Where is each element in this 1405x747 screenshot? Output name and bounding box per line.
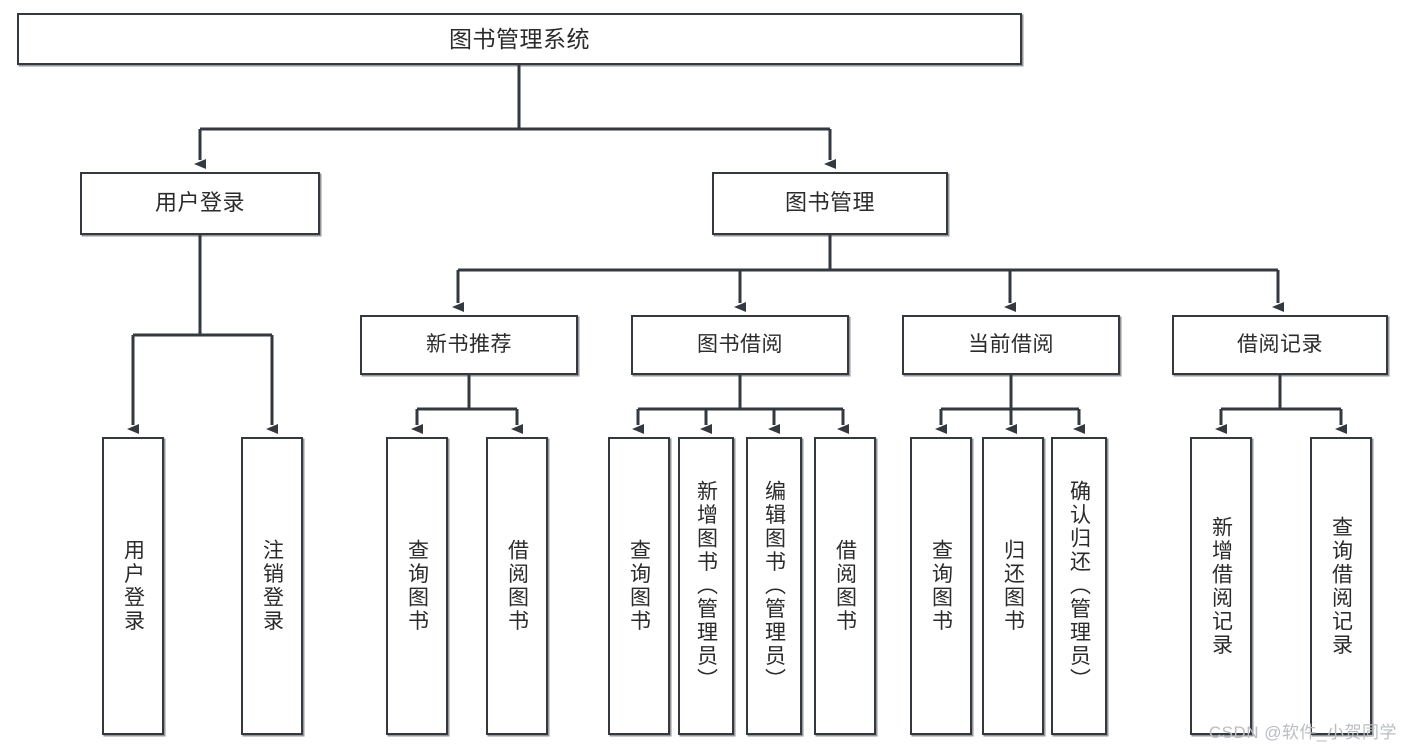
node-leaf-query-book-borrow[interactable]: 查询图书: [608, 437, 670, 735]
watermark-text: CSDN @软件_小贺同学: [1208, 723, 1397, 742]
node-book-borrow[interactable]: 图书借阅: [631, 315, 849, 375]
node-label: 新增图书（管理员）: [694, 480, 718, 692]
node-label: 图书管理系统: [449, 25, 590, 52]
node-label: 借阅图书: [505, 539, 529, 633]
node-leaf-return-book[interactable]: 归还图书: [982, 437, 1044, 735]
node-label: 借阅图书: [833, 539, 857, 633]
node-leaf-user-login[interactable]: 用户登录: [102, 437, 164, 735]
node-leaf-borrow-book-new[interactable]: 借阅图书: [486, 437, 548, 735]
node-label: 新增借阅记录: [1209, 515, 1233, 657]
node-borrow-record[interactable]: 借阅记录: [1172, 315, 1388, 375]
node-leaf-confirm-return[interactable]: 确认归还（管理员）: [1051, 437, 1107, 735]
node-label: 查询图书: [929, 539, 953, 633]
node-label: 查询借阅记录: [1329, 515, 1353, 657]
node-label: 查询图书: [405, 539, 429, 633]
node-label: 图书管理: [784, 190, 875, 216]
node-root[interactable]: 图书管理系统: [17, 13, 1022, 65]
node-label: 注销登录: [260, 539, 284, 633]
node-label: 编辑图书（管理员）: [762, 480, 786, 692]
node-user-login[interactable]: 用户登录: [80, 172, 320, 235]
node-leaf-logout[interactable]: 注销登录: [241, 437, 303, 735]
node-current-borrow[interactable]: 当前借阅: [902, 315, 1120, 375]
node-book-manage[interactable]: 图书管理: [712, 172, 948, 235]
node-leaf-add-book[interactable]: 新增图书（管理员）: [678, 437, 734, 735]
node-label: 确认归还（管理员）: [1067, 480, 1091, 692]
node-leaf-add-record[interactable]: 新增借阅记录: [1190, 437, 1252, 735]
node-leaf-query-book-new[interactable]: 查询图书: [386, 437, 448, 735]
node-label: 借阅记录: [1237, 333, 1323, 357]
node-label: 查询图书: [627, 539, 651, 633]
node-leaf-borrow-book[interactable]: 借阅图书: [814, 437, 876, 735]
node-new-book-recommend[interactable]: 新书推荐: [360, 315, 578, 375]
node-label: 用户登录: [121, 539, 145, 633]
node-label: 当前借阅: [968, 333, 1054, 357]
node-label: 新书推荐: [426, 333, 512, 357]
node-leaf-edit-book[interactable]: 编辑图书（管理员）: [746, 437, 802, 735]
node-label: 用户登录: [154, 190, 245, 216]
node-leaf-query-book-current[interactable]: 查询图书: [910, 437, 972, 735]
node-leaf-query-record[interactable]: 查询借阅记录: [1310, 437, 1372, 735]
node-label: 图书借阅: [697, 333, 783, 357]
node-label: 归还图书: [1001, 539, 1025, 633]
